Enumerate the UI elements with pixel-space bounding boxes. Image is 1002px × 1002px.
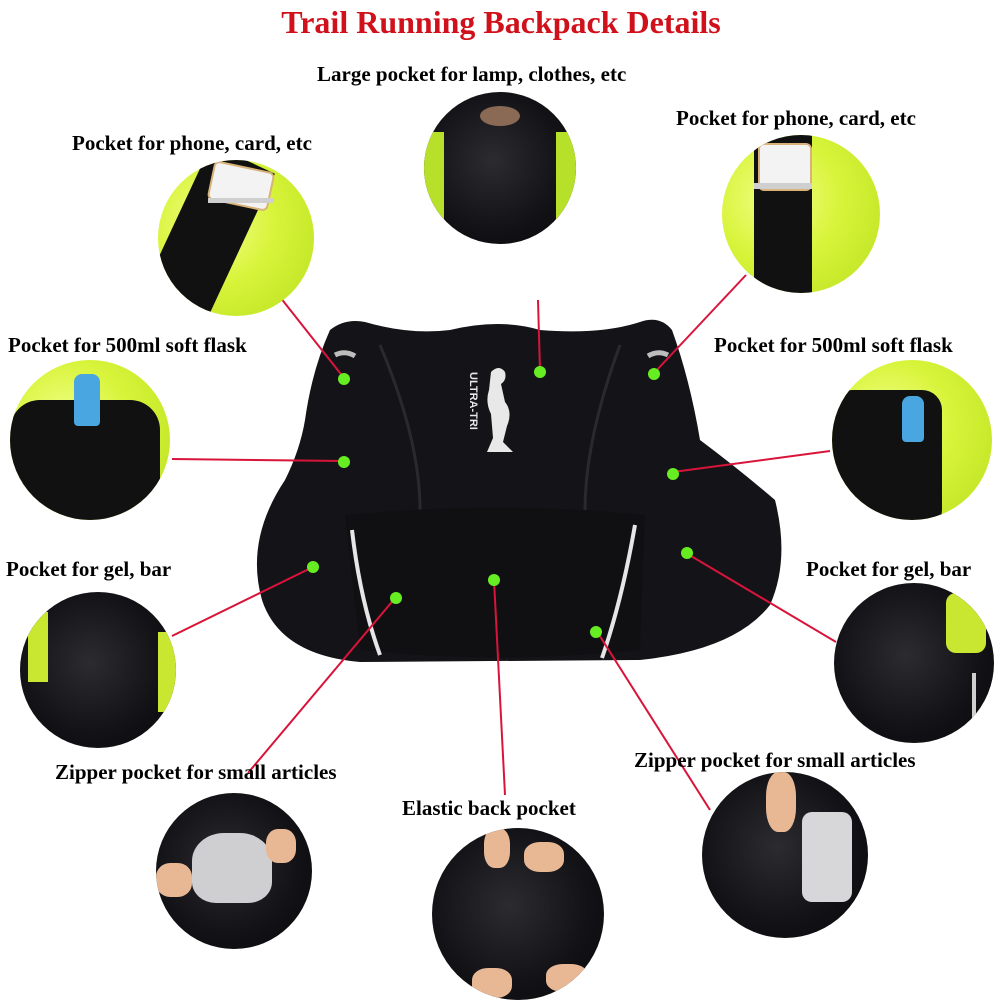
label-large-pocket: Large pocket for lamp, clothes, etc xyxy=(317,62,627,86)
photo-gel-pocket-left xyxy=(20,592,176,748)
photo-large-pocket xyxy=(424,92,576,244)
label-flask-pocket-right: Pocket for 500ml soft flask xyxy=(714,333,953,357)
page-title: Trail Running Backpack Details xyxy=(281,4,721,40)
photo-phone-pocket-left xyxy=(158,160,314,316)
label-gel-pocket-right: Pocket for gel, bar xyxy=(806,557,972,581)
photo-flask-pocket-left xyxy=(10,360,170,520)
photo-zipper-pocket-left xyxy=(156,793,312,949)
label-phone-pocket-left: Pocket for phone, card, etc xyxy=(72,131,312,155)
photo-zipper-pocket-right xyxy=(702,772,868,938)
svg-text:ULTRA-TRI: ULTRA-TRI xyxy=(467,372,479,430)
label-flask-pocket-left: Pocket for 500ml soft flask xyxy=(8,333,247,357)
label-elastic-back-pocket: Elastic back pocket xyxy=(402,796,576,820)
label-gel-pocket-left: Pocket for gel, bar xyxy=(6,557,172,581)
ultra-tri-logo xyxy=(487,368,513,452)
label-zipper-pocket-left: Zipper pocket for small articles xyxy=(55,760,337,784)
label-phone-pocket-right: Pocket for phone, card, etc xyxy=(676,106,916,130)
photo-gel-pocket-right xyxy=(834,583,994,743)
photo-phone-pocket-right xyxy=(722,135,880,293)
photo-elastic-back-pocket xyxy=(432,828,604,1000)
photo-flask-pocket-right xyxy=(832,360,992,520)
label-zipper-pocket-right: Zipper pocket for small articles xyxy=(634,748,916,772)
